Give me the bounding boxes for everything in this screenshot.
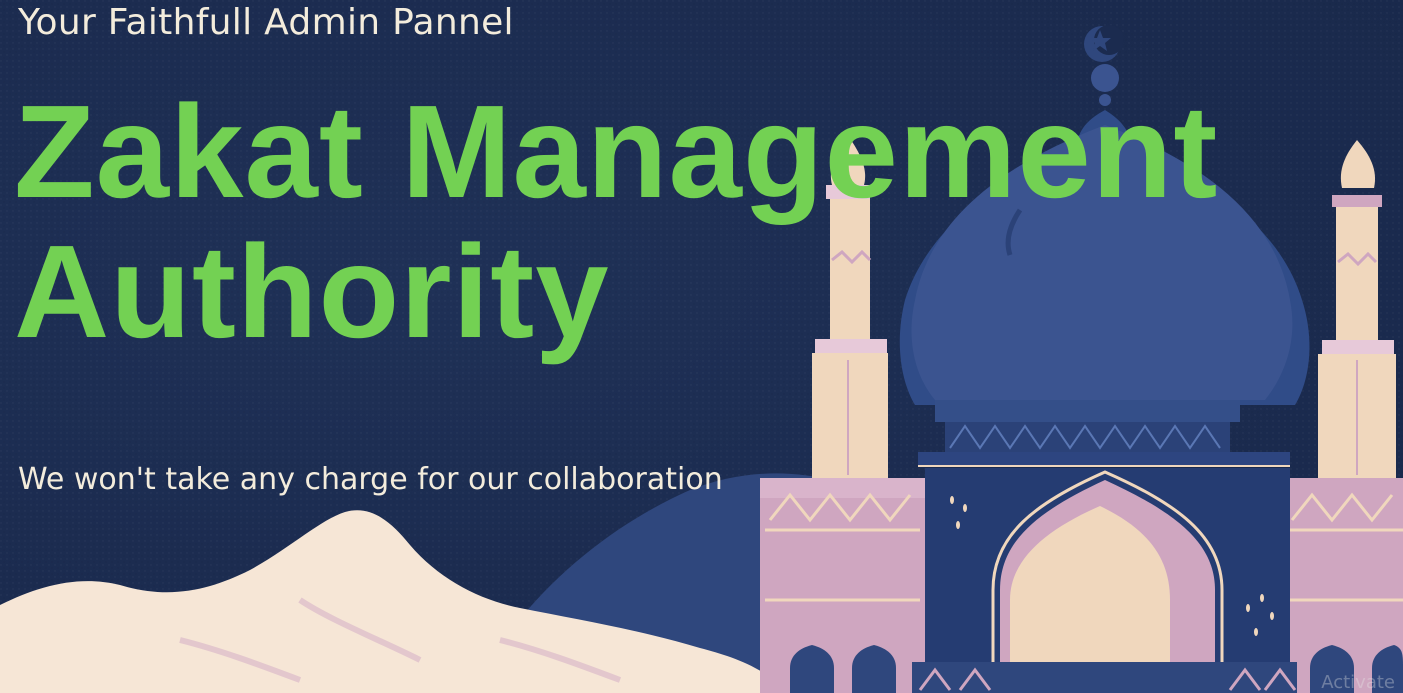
tagline: We won't take any charge for our collabo… [18, 462, 723, 497]
admin-panel-kicker: Your Faithfull Admin Pannel [18, 2, 514, 43]
crescent-star-icon [1084, 25, 1124, 62]
minaret-right [1318, 140, 1396, 478]
title-line-1: Zakat Management [14, 78, 1219, 225]
title-line-2: Authority [14, 218, 610, 365]
minaret-left [812, 140, 888, 478]
page-title: Zakat Management Authority [14, 82, 1218, 362]
activation-watermark: Activate [1321, 672, 1395, 693]
mosque-left-wing [760, 478, 925, 693]
